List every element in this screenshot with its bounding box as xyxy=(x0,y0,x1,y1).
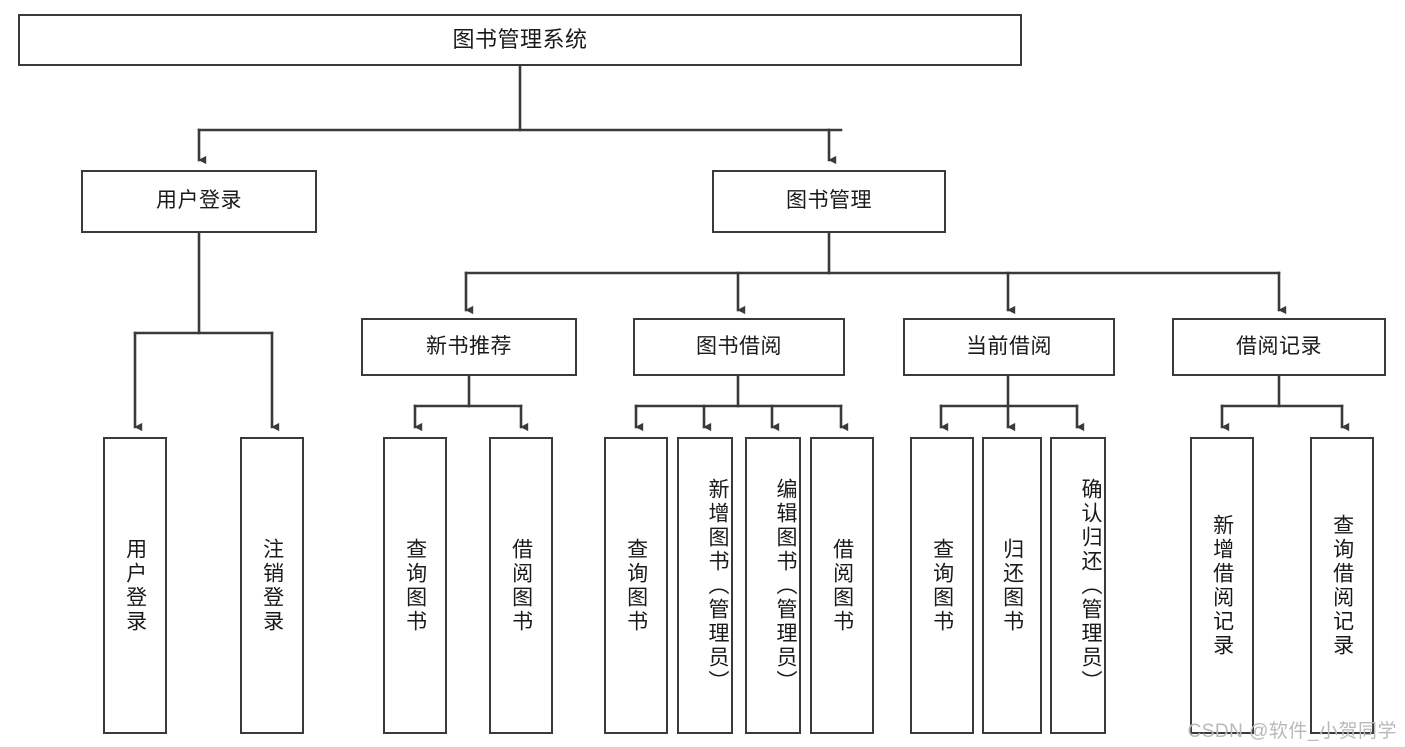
node-borrow-record[interactable]: 借阅记录 xyxy=(1172,318,1386,376)
node-book-management[interactable]: 图书管理 xyxy=(712,170,946,233)
leaf-borrow-add-book-admin[interactable]: 新增图书（管理员） xyxy=(677,437,733,734)
node-new-book-recommend[interactable]: 新书推荐 xyxy=(361,318,577,376)
leaf-record-query-borrow-record[interactable]: 查询借阅记录 xyxy=(1310,437,1374,734)
node-user-login[interactable]: 用户登录 xyxy=(81,170,317,233)
leaf-record-add-borrow-record[interactable]: 新增借阅记录 xyxy=(1190,437,1254,734)
node-current-borrow[interactable]: 当前借阅 xyxy=(903,318,1115,376)
leaf-recommend-borrow-book[interactable]: 借阅图书 xyxy=(489,437,553,734)
leaf-borrow-borrow-book[interactable]: 借阅图书 xyxy=(810,437,874,734)
leaf-current-query-book[interactable]: 查询图书 xyxy=(910,437,974,734)
leaf-current-return-book[interactable]: 归还图书 xyxy=(982,437,1042,734)
leaf-current-confirm-return-admin[interactable]: 确认归还（管理员） xyxy=(1050,437,1106,734)
node-root-system[interactable]: 图书管理系统 xyxy=(18,14,1022,66)
leaf-borrow-edit-book-admin[interactable]: 编辑图书（管理员） xyxy=(745,437,801,734)
csdn-watermark: CSDN @软件_小贺同学 xyxy=(1187,721,1397,742)
node-book-borrow[interactable]: 图书借阅 xyxy=(633,318,845,376)
leaf-recommend-query-book[interactable]: 查询图书 xyxy=(383,437,447,734)
leaf-borrow-query-book[interactable]: 查询图书 xyxy=(604,437,668,734)
leaf-user-login[interactable]: 用户登录 xyxy=(103,437,167,734)
leaf-user-logout[interactable]: 注销登录 xyxy=(240,437,304,734)
